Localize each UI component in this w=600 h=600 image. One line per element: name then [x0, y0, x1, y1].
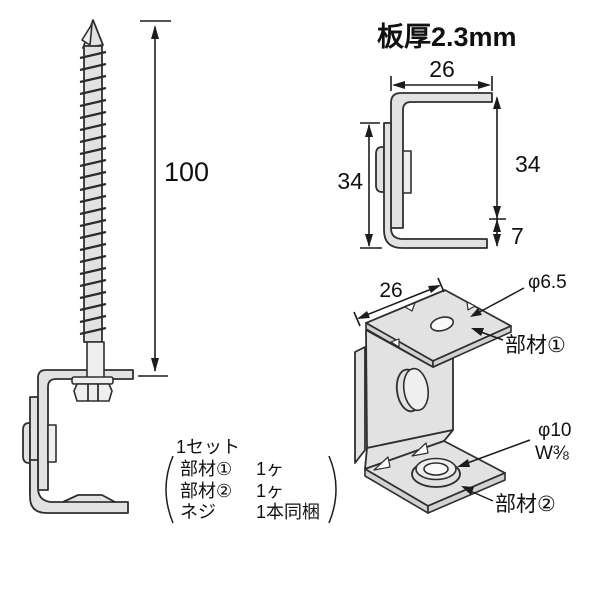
arrowhead-up: [151, 25, 159, 39]
part-name: ネジ: [180, 502, 216, 522]
collar-thread-label: W⅜: [535, 443, 569, 464]
part-qty: 1ヶ: [256, 459, 284, 479]
perspective-width-label: 26: [379, 279, 402, 302]
screw-tip-flute: [81, 23, 93, 46]
part2-plate: [383, 122, 488, 249]
side-bottom-height-label: 7: [511, 223, 524, 249]
parenthesis-left: [165, 455, 174, 524]
bend-tab: [411, 442, 429, 457]
dimension-right-height: 34 7: [489, 96, 541, 249]
emboss-through-view: [47, 424, 57, 463]
dimension-perspective-width: 26: [353, 277, 445, 327]
parts-list: 1セット 部材① 1ヶ 部材② 1ヶ ネジ 1本同梱: [165, 437, 337, 524]
part1-channel-side: [37, 369, 134, 491]
annotation-part1: 部材①: [471, 328, 566, 357]
edge-notch: [404, 302, 416, 312]
dimension-top-width: 26: [390, 56, 493, 91]
parts-list-row: 部材① 1ヶ: [180, 459, 284, 479]
perspective-view-drawing: 26 φ6.5 部材① φ10 W⅜ 部材②: [353, 272, 571, 516]
parenthesis-right: [328, 455, 337, 524]
side-right-height-label: 34: [515, 151, 541, 177]
emboss-bump-side: [22, 422, 31, 464]
edge-notch: [466, 301, 476, 311]
part2-bottom-plate-side: [29, 459, 129, 514]
hex-nut: [73, 383, 113, 402]
annotation-collar-hole: φ10 W⅜: [457, 420, 571, 467]
annotation-part2: 部材②: [461, 486, 556, 516]
annotation-top-hole: φ6.5: [470, 272, 567, 317]
part-qty: 1本同梱: [256, 502, 320, 522]
dimension-100: 100: [138, 20, 209, 377]
screw-threads: [79, 50, 107, 336]
bottom-plate-edge-right: [427, 472, 506, 514]
arrowhead-down: [151, 358, 159, 372]
part2-label: 部材②: [495, 493, 556, 516]
dimension-left-height: 34: [337, 122, 382, 249]
parts-list-set: 1セット: [176, 437, 240, 457]
assembled-bracket-drawing: 100: [22, 19, 209, 514]
web-side-edge: [354, 346, 366, 464]
arrowhead-left: [392, 81, 405, 89]
top-plate-hole: [429, 316, 455, 332]
emboss-bump-3d: [395, 367, 429, 413]
collar-hole: [423, 462, 449, 476]
emboss-through-view: [402, 150, 412, 194]
screw-fastening: [71, 341, 114, 402]
washer: [71, 376, 114, 385]
parts-list-row: ネジ 1本同梱: [180, 502, 320, 522]
page-title: 板厚2.3mm: [377, 22, 517, 52]
part-qty: 1ヶ: [256, 481, 284, 501]
top-hole-label: φ6.5: [528, 272, 567, 293]
screw-shank: [86, 341, 105, 381]
part-name: 部材①: [180, 459, 232, 479]
part1-channel: [390, 92, 493, 229]
screw-length-label: 100: [164, 157, 209, 187]
arrowhead-right: [478, 81, 491, 89]
side-top-width-label: 26: [429, 56, 455, 82]
parts-list-row: 部材② 1ヶ: [180, 481, 284, 501]
collar-dia-label: φ10: [538, 420, 571, 441]
bend-tab: [373, 456, 391, 471]
screw: [79, 19, 107, 343]
part1-label: 部材①: [505, 334, 566, 357]
part-name: 部材②: [180, 481, 232, 501]
emboss-bump: [375, 146, 385, 193]
side-view-drawing: 26 34 34 7: [337, 56, 540, 249]
edge-notch: [390, 338, 400, 348]
assembled-bracket: [22, 369, 134, 514]
side-left-height-label: 34: [337, 168, 363, 194]
